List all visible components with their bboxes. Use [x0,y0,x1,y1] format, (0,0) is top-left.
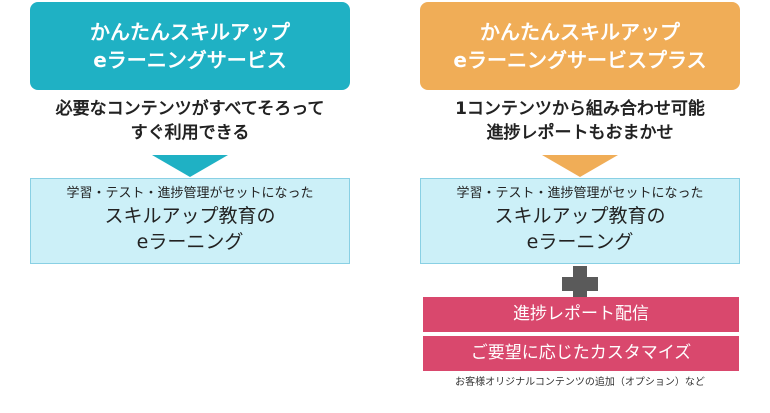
basic-feature-title-line2: eラーニング [136,231,244,253]
addon-note: お客様オリジナルコンテンツの追加（オプション）など [455,377,705,388]
basic-service-title-line2: eラーニングサービス [93,48,287,72]
basic-service-tagline: 必要なコンテンツがすべてそろって すぐ利用できる [30,97,350,145]
plus-feature-description: 学習・テスト・進捗管理がセットになった [456,186,704,201]
basic-tagline-line1: 必要なコンテンツがすべてそろって [55,99,325,119]
basic-service-header: かんたんスキルアップ eラーニングサービス [30,2,350,90]
plus-feature-title-line2: eラーニング [526,231,634,253]
plus-service-tagline: 1コンテンツから組み合わせ可能 進捗レポートもおまかせ [420,97,740,145]
basic-service-title-line1: かんたんスキルアップ [90,20,290,44]
plus-tagline-line1: 1コンテンツから組み合わせ可能 [455,99,705,119]
plus-service-title-line1: かんたんスキルアップ [480,20,680,44]
basic-feature-title-line1: スキルアップ教育の [104,205,276,227]
plus-icon-vertical [573,266,587,302]
plus-tagline-line2: 進捗レポートもおまかせ [486,123,674,143]
plus-feature-title-line1: スキルアップ教育の [494,205,666,227]
down-arrow-icon [152,155,228,177]
plus-service-header: かんたんスキルアップ eラーニングサービスプラス [420,2,740,90]
addon-progress-report: 進捗レポート配信 [423,297,739,332]
plus-icon [559,263,601,305]
addon-customization: ご要望に応じたカスタマイズ [423,336,739,371]
down-arrow-icon [542,155,618,177]
plus-feature-box: 学習・テスト・進捗管理がセットになった スキルアップ教育の eラーニング [420,178,740,264]
plus-service-title-line2: eラーニングサービスプラス [453,48,707,72]
basic-tagline-line2: すぐ利用できる [130,123,250,143]
basic-feature-box: 学習・テスト・進捗管理がセットになった スキルアップ教育の eラーニング [30,178,350,264]
basic-feature-description: 学習・テスト・進捗管理がセットになった [66,186,314,201]
